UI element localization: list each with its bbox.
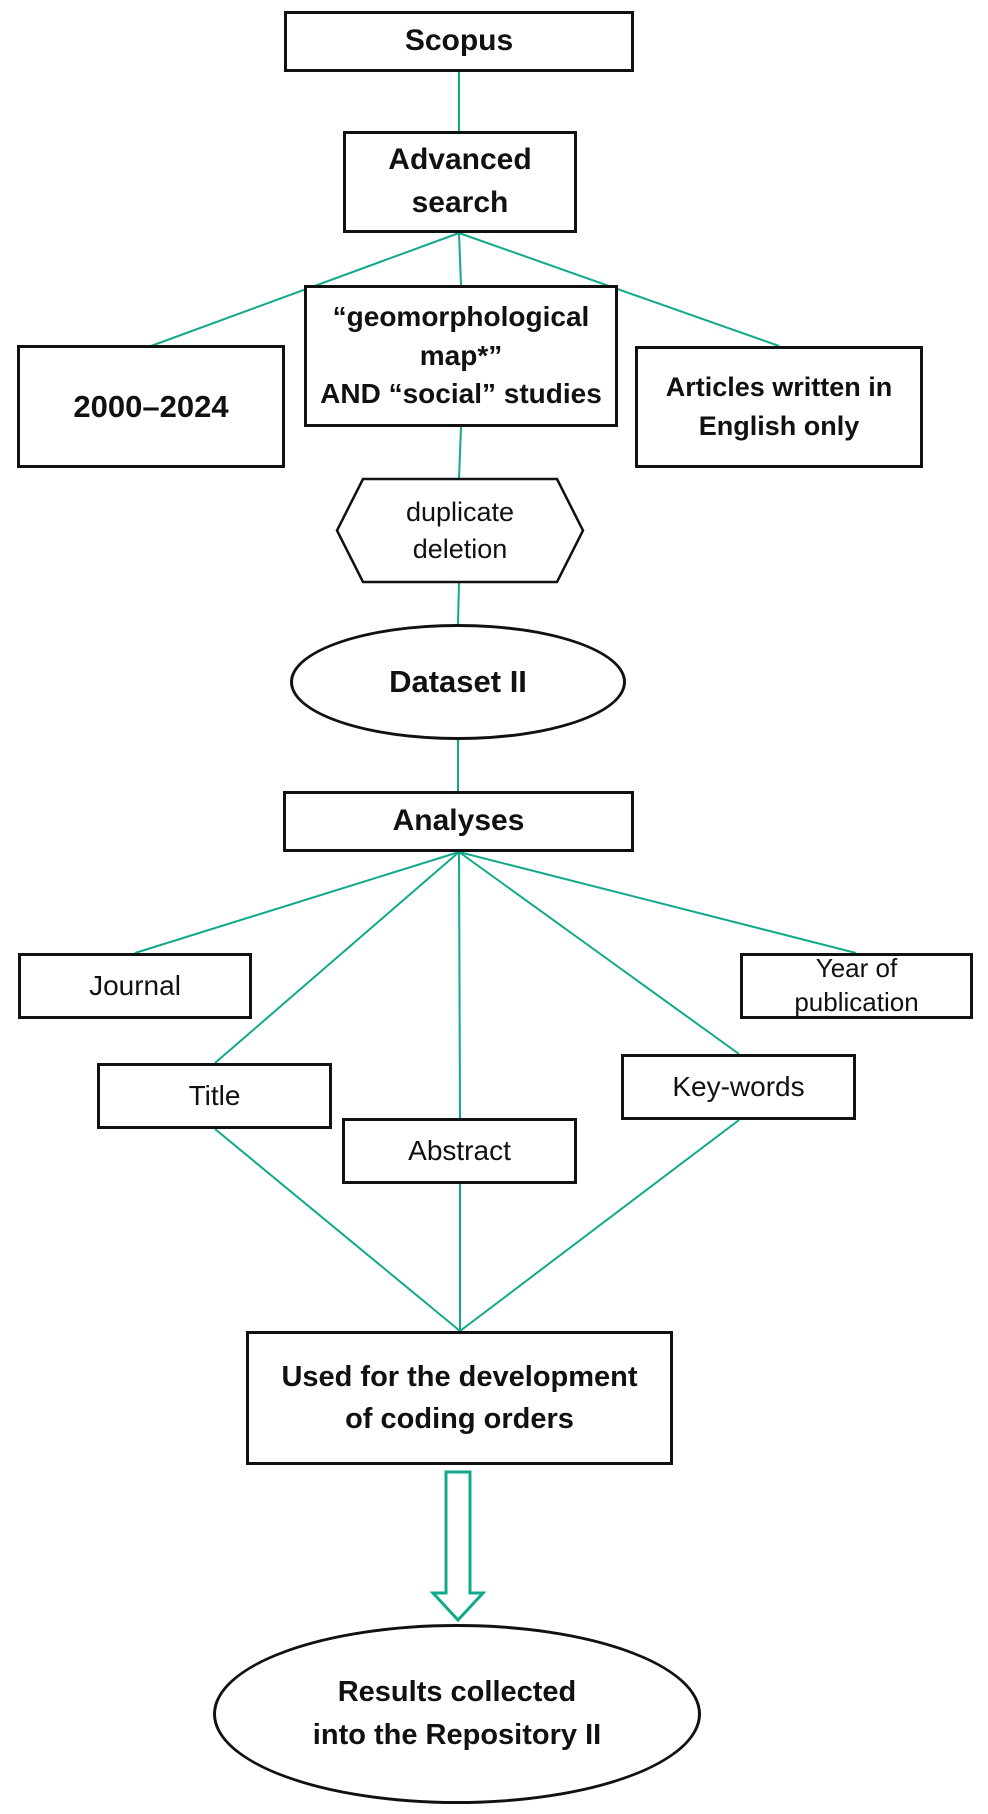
big-down-arrow-icon bbox=[429, 1470, 487, 1623]
flow-node-repository-ii: Results collected into the Repository II bbox=[213, 1624, 701, 1804]
edge-advanced-language bbox=[458, 232, 780, 347]
edge-analyses-yearpub bbox=[458, 851, 857, 954]
flow-node-scopus: Scopus bbox=[284, 11, 634, 72]
edge-analyses-journal bbox=[134, 851, 460, 954]
edge-analyses-title bbox=[214, 851, 460, 1064]
flow-node-year-range: 2000–2024 bbox=[17, 345, 285, 468]
flow-node-year-of-publication: Year of publication bbox=[740, 953, 973, 1019]
edge-title-coding bbox=[214, 1128, 461, 1332]
flow-node-search-query: “geomorphological map*” AND “social” stu… bbox=[304, 285, 618, 427]
duplicate-deletion-hexagon bbox=[335, 477, 585, 584]
edge-duplicate-dataset bbox=[457, 581, 460, 625]
flow-node-language-filter: Articles written in English only bbox=[635, 346, 923, 468]
flow-node-journal: Journal bbox=[18, 953, 252, 1019]
edge-advanced-query bbox=[458, 232, 462, 286]
flow-node-coding-orders: Used for the development of coding order… bbox=[246, 1331, 673, 1465]
flow-node-analyses: Analyses bbox=[283, 791, 634, 852]
flow-node-keywords: Key-words bbox=[621, 1054, 856, 1120]
flow-node-advanced-search: Advanced search bbox=[343, 131, 577, 233]
edge-analyses-keywords bbox=[458, 851, 740, 1055]
flow-node-title: Title bbox=[97, 1063, 332, 1129]
flow-node-duplicate-deletion: duplicate deletion bbox=[405, 497, 515, 564]
flow-node-abstract: Abstract bbox=[342, 1118, 577, 1184]
edge-keywords-coding bbox=[459, 1119, 740, 1332]
edge-analyses-abstract bbox=[458, 851, 461, 1119]
flow-node-dataset-ii: Dataset II bbox=[290, 624, 626, 740]
edge-query-duplicate bbox=[458, 426, 462, 480]
